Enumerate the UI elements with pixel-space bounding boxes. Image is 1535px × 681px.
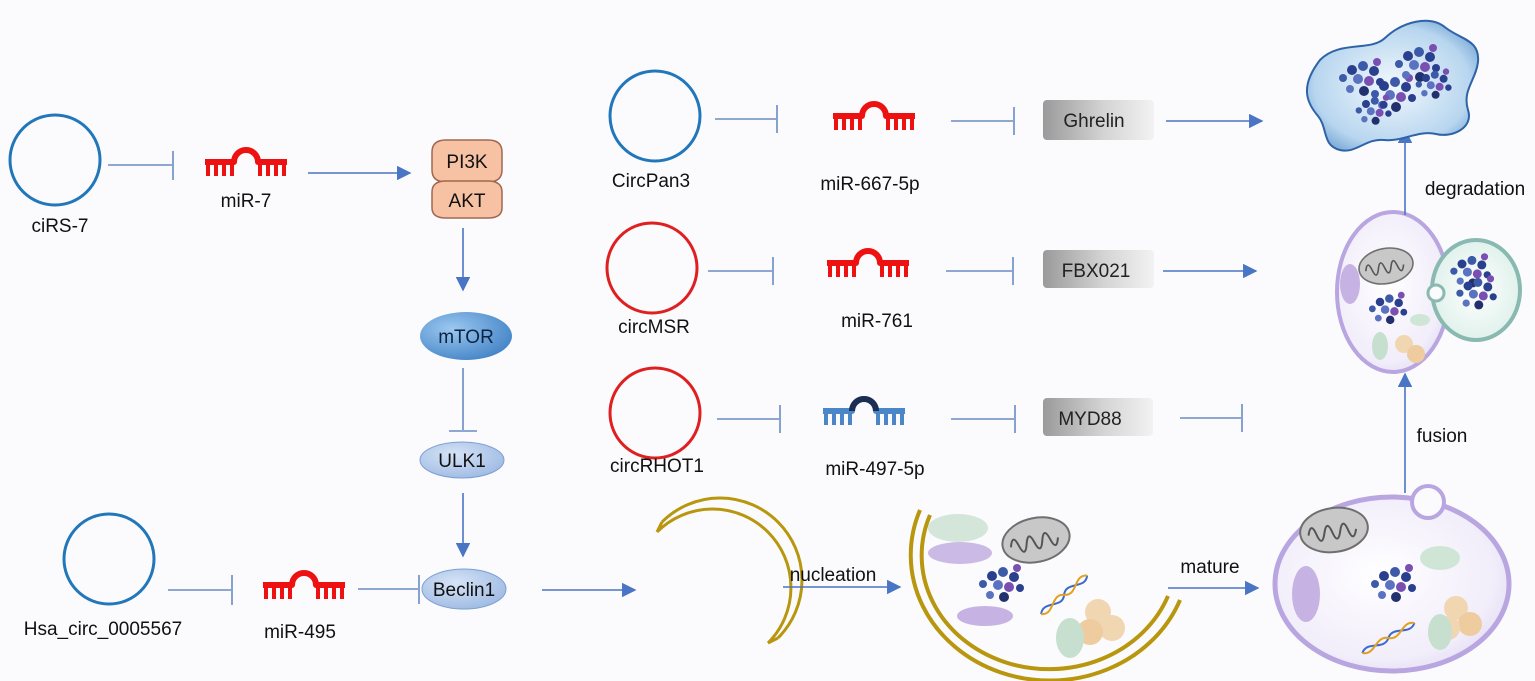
label-pi3k: PI3K [446, 152, 488, 173]
label-cirs7: ciRS-7 [31, 216, 88, 237]
label-mir761: miR-761 [841, 311, 913, 332]
label-circpan3: CircPan3 [612, 171, 690, 192]
myd88-box [1043, 398, 1153, 436]
inhibit-circpan3-mir667 [715, 105, 778, 133]
label-mir7: miR-7 [221, 191, 272, 212]
mirna-mir495-icon [263, 573, 345, 599]
pi3k-akt-complex: PI3K AKT [431, 139, 503, 219]
inhibit-mir667-ghrelin [951, 107, 1015, 135]
label-mir495: miR-495 [264, 622, 336, 643]
inhibit-myd88-fusion [1180, 404, 1243, 432]
circ-rna-cirs7-icon [8, 113, 102, 207]
ulk1-node [419, 441, 505, 479]
circ-rna-circrhot1-icon [608, 366, 702, 460]
label-nucleation: nucleation [790, 565, 877, 586]
label-ulk1: ULK1 [438, 451, 486, 472]
label-mtor: mTOR [438, 327, 494, 348]
mtor-node [420, 312, 512, 360]
mirna-mir667-icon [833, 104, 915, 130]
mature-autophagosome-icon [1272, 484, 1512, 674]
circ-rna-circmsr-icon [605, 221, 699, 315]
mirna-mir761-icon [827, 251, 909, 277]
fbx021-box [1043, 250, 1154, 288]
inhibit-mir495-beclin1 [358, 575, 420, 604]
label-circmsr: circMSR [618, 317, 690, 338]
label-hsa-circ: Hsa_circ_0005567 [24, 619, 182, 640]
inhibit-circmsr-mir761 [708, 257, 774, 285]
label-ghrelin: Ghrelin [1063, 111, 1124, 132]
label-fbx021: FBX021 [1062, 261, 1131, 282]
inhibit-circrhot1-mir497 [717, 405, 781, 433]
beclin1-node [421, 568, 507, 610]
ghrelin-box [1043, 100, 1154, 140]
inhibit-hsa-mir495 [168, 575, 233, 605]
inhibit-cirs7-mir7 [108, 151, 174, 180]
mirna-mir7-icon [205, 150, 287, 176]
label-myd88: MYD88 [1058, 409, 1121, 430]
inhibit-mtor-ulk1 [449, 368, 477, 432]
inhibit-mir497-myd88 [951, 405, 1016, 433]
label-mature: mature [1180, 557, 1239, 578]
mirna-mir497-icon [823, 399, 905, 425]
circ-rna-hsa-icon [62, 512, 156, 606]
autolysosome-icon [1335, 210, 1522, 374]
phagophore-icon [655, 496, 804, 645]
label-degradation: degradation [1425, 179, 1525, 200]
label-fusion: fusion [1417, 426, 1468, 447]
label-circrhot1: circRHOT1 [610, 456, 704, 477]
label-beclin1: Beclin1 [433, 580, 495, 601]
mirna-mir497-loop [849, 396, 879, 412]
label-mir497: miR-497-5p [825, 459, 924, 480]
label-akt: AKT [449, 191, 486, 212]
autophagosome-icon [908, 509, 1182, 681]
label-mir667: miR-667-5p [820, 174, 919, 195]
degraded-cell-icon [1305, 19, 1480, 152]
inhibit-mir761-fbx021 [946, 257, 1014, 285]
circ-rna-circpan3-icon [608, 69, 702, 163]
